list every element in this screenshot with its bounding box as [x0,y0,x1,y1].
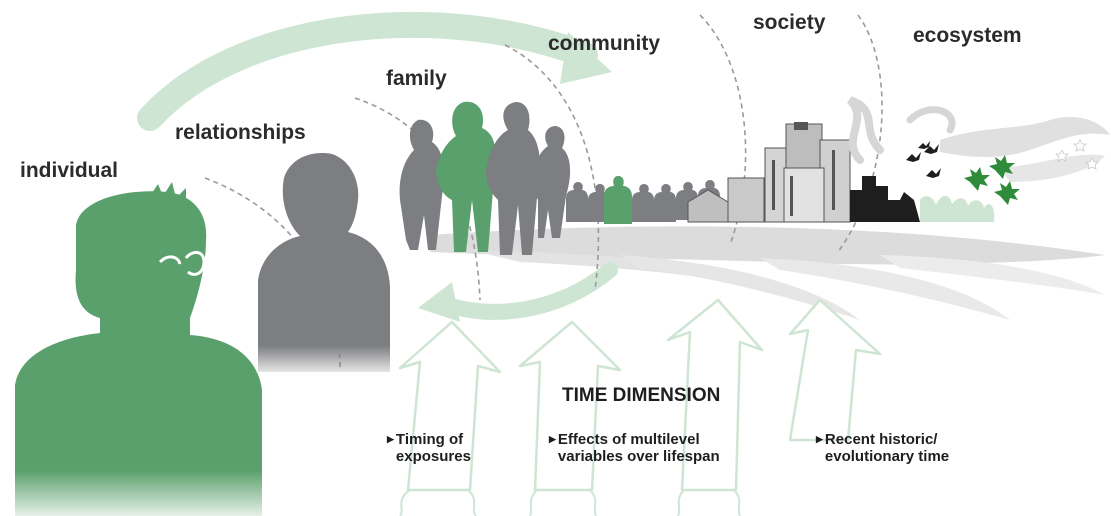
relationships-figure [258,153,390,372]
bullet-triangle-icon: ▶ [549,434,556,444]
bullet-triangle-icon: ▶ [387,434,394,444]
label-individual: individual [20,159,119,182]
time-item-line2: variables over lifespan [557,448,720,465]
top-curved-arrow [137,11,612,131]
time-item-line2: evolutionary time [824,448,950,465]
label-relationships: relationships [175,121,306,144]
time-item-line2: exposures [395,448,471,465]
time-arrow-tails [399,489,741,516]
time-arrows [398,298,882,492]
time-dimension-title: TIME DIMENSION [562,385,721,406]
society-buildings [687,96,956,223]
time-item-line1: Effects of multilevel [557,431,700,448]
return-arrow [418,262,618,322]
time-item-line1: Timing of [395,431,464,448]
time-item-historic: ▶ Recent historic/ evolutionary time [816,431,949,465]
label-community: community [548,32,661,55]
time-item-multilevel: ▶ Effects of multilevel variables over l… [549,431,720,465]
label-society: society [753,11,826,34]
bullet-triangle-icon: ▶ [816,434,823,444]
ecosystem-elements [906,116,1110,222]
label-family: family [386,67,447,90]
individual-figure [15,182,262,516]
ground-plane [430,226,1105,320]
label-ecosystem: ecosystem [913,24,1022,47]
time-item-line1: Recent historic/ [824,431,938,448]
family-figures [399,101,571,255]
time-item-timing: ▶ Timing of exposures [387,431,471,465]
